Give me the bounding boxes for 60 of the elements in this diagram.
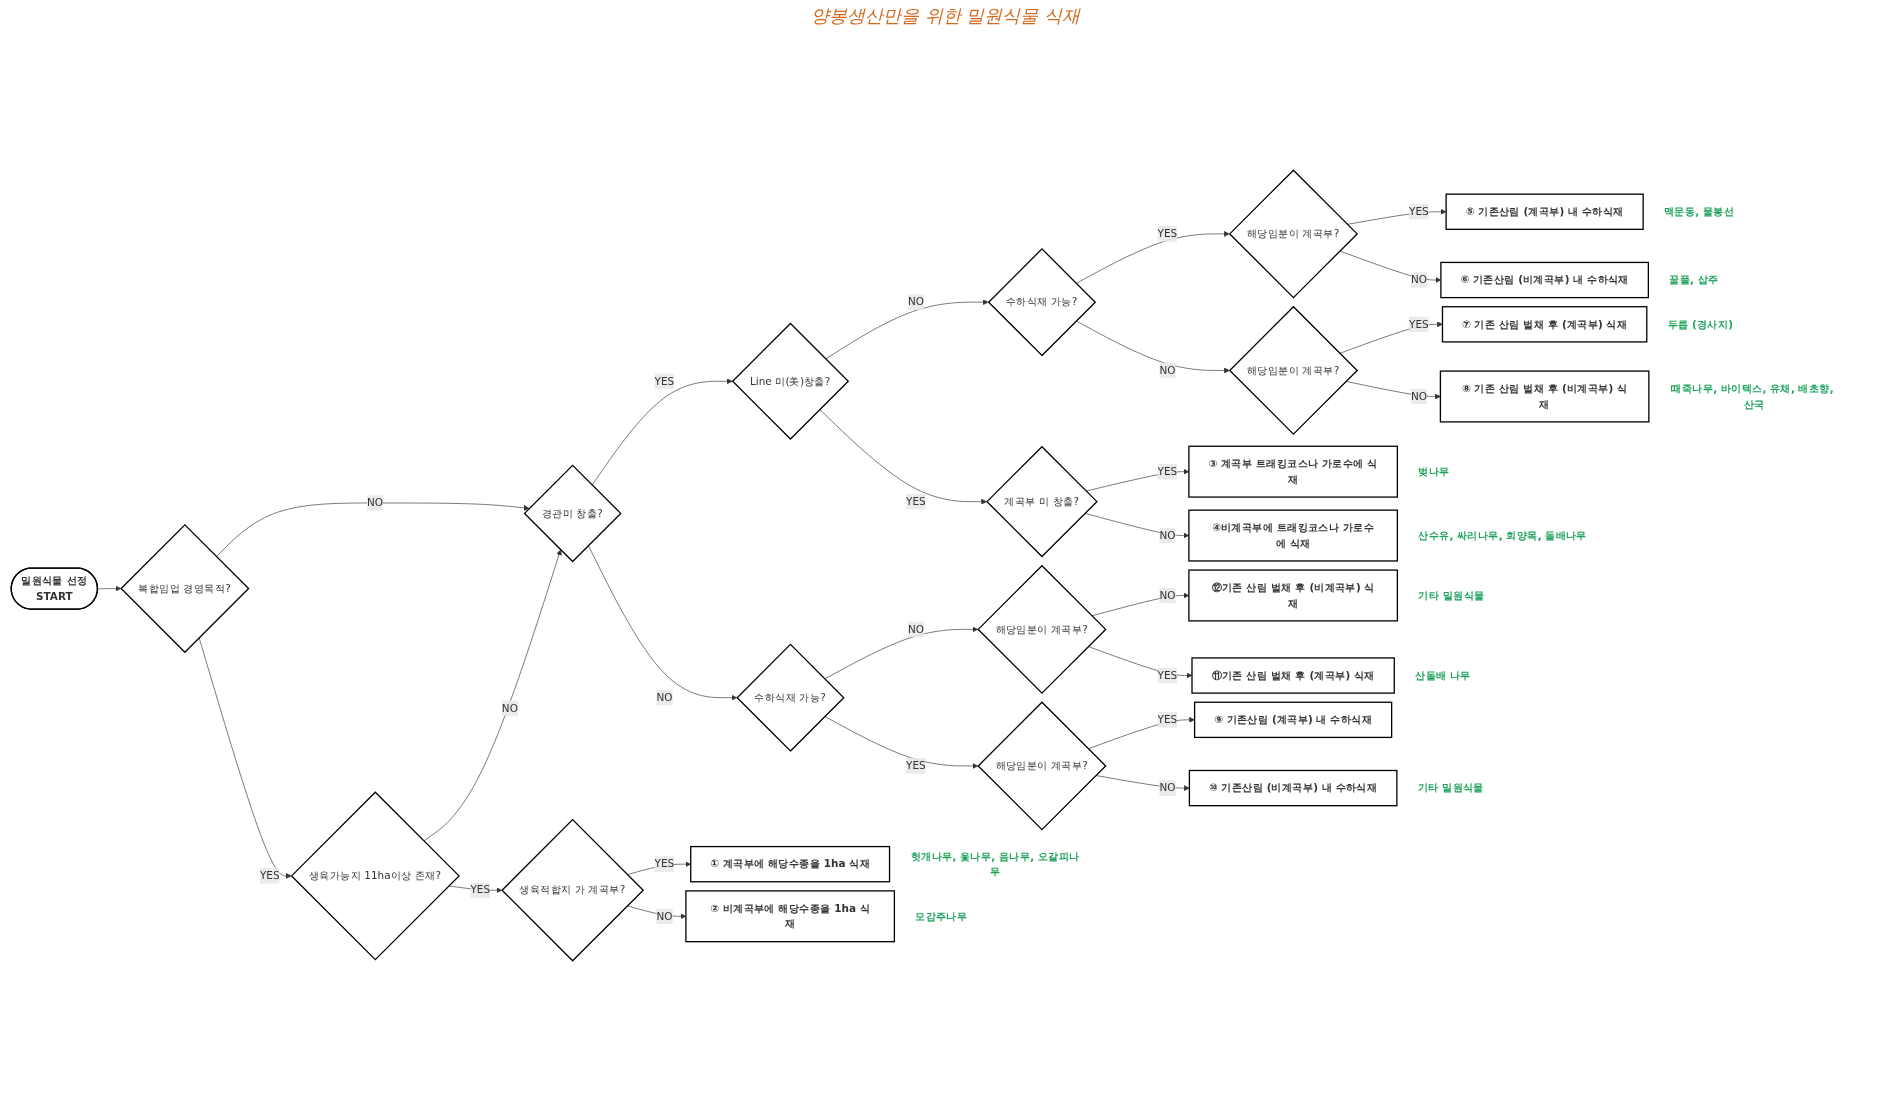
edge-label: YES — [1408, 317, 1429, 331]
node-box: ⑥ 기존산림 (비계곡부) 내 수하식재 — [1439, 261, 1649, 299]
node-label: 두릅 (경사지) — [1667, 317, 1733, 331]
edge-label: YES — [905, 759, 926, 772]
node-diamond: 해당임분이 계곡부? — [1228, 305, 1358, 436]
node-box: ⑤ 기존산림 (계곡부) 내 수하식재 — [1444, 193, 1644, 230]
node-box: ① 계곡부에 해당수종을 1ha 식재 — [689, 845, 890, 883]
note-text: 양봉생산만을 위한 밀원식물 식재 — [810, 5, 1081, 26]
node-label: 기타 밀원식물 — [1417, 588, 1484, 602]
node-label: 때죽나무, 바이텍스, 유채, 배초향, 산국 — [1670, 382, 1834, 411]
node-box: ② 비계곡부에 해당수종을 1ha 식재 — [684, 890, 895, 943]
node-box: ⑪기존 산림 벌채 후 (계곡부) 식재 — [1190, 657, 1395, 694]
node-label: 헛개나무, 옻나무, 음나무, 오갈피나무 — [910, 849, 1079, 878]
edge-label: NO — [655, 909, 672, 923]
edge-label: YES — [259, 869, 280, 882]
node-box: ⑫기존 산림 벌채 후 (비계곡부) 식재 — [1187, 569, 1398, 622]
node-box: ⑦ 기존 산림 벌채 후 (계곡부) 식재 — [1441, 306, 1647, 343]
edge-label: YES — [654, 857, 674, 871]
node-label: 기타 밀원식물 — [1417, 781, 1484, 794]
edge-label: YES — [1157, 669, 1177, 682]
node-box: ③ 계곡부 트래킹코스나 가로수에 식재 — [1187, 445, 1398, 498]
node-diamond: 복합임업 경영목적? — [119, 523, 249, 654]
node-label: 벚나무 — [1417, 465, 1449, 478]
edge-label: NO — [1410, 273, 1427, 286]
edge-label: NO — [1158, 781, 1175, 794]
edge-label: NO — [907, 295, 924, 309]
node-diamond: 경관미 창출? — [523, 464, 622, 563]
edge-label: YES — [1157, 713, 1177, 726]
node-diamond: 계곡부 미 창출? — [985, 445, 1098, 558]
edge-label: NO — [907, 622, 924, 636]
node-box: ⑩ 기존산림 (비계곡부) 내 수하식재 — [1188, 769, 1397, 807]
node-label: 산수유, 싸리나무, 회양목, 돌배나무 — [1417, 529, 1587, 542]
edge-label: YES — [905, 495, 926, 508]
edge-label: YES — [654, 374, 674, 388]
edge-label: NO — [1158, 588, 1175, 602]
node-box: ④비계곡부에 트래킹코스나 가로수에 식재 — [1187, 509, 1398, 562]
node-diamond: 해당임분이 계곡부? — [1228, 169, 1358, 299]
edge-label: NO — [1410, 389, 1427, 403]
node-label: 맥문동, 물봉선 — [1663, 205, 1734, 218]
edge-label: YES — [1157, 227, 1177, 240]
edge-label: NO — [366, 496, 383, 509]
node-box: ⑧ 기존 산림 벌채 후 (비계곡부) 식재 — [1439, 370, 1649, 423]
node-diamond: 해당임분이 계곡부? — [976, 564, 1107, 695]
edge-label: YES — [1408, 205, 1429, 218]
edge-label: NO — [1158, 529, 1175, 542]
edge-label: YES — [469, 883, 490, 897]
edge-label: YES — [1157, 465, 1177, 478]
node-label: 모감주나무 — [914, 909, 967, 923]
node-diamond: 해당임분이 계곡부? — [976, 701, 1107, 831]
edge-label: NO — [501, 701, 518, 715]
node-diamond: 생육가능지 11ha이상 존재? — [290, 791, 460, 961]
node-diamond: 수하식재 가능? — [987, 247, 1096, 357]
node-diamond: Line 미(美)창출? — [731, 322, 849, 440]
node-diamond: 수하식재 가능? — [735, 643, 845, 752]
edge-label: NO — [1158, 363, 1175, 377]
node-label: 산돌배 나무 — [1414, 669, 1471, 682]
node-box: ⑨ 기존산림 (계곡부) 내 수하식재 — [1193, 701, 1392, 739]
edge-label: NO — [655, 691, 672, 704]
node-label: 꿀풀, 삽주 — [1668, 273, 1718, 286]
node-diamond: 생육적합지 가 계곡부? — [500, 818, 644, 962]
